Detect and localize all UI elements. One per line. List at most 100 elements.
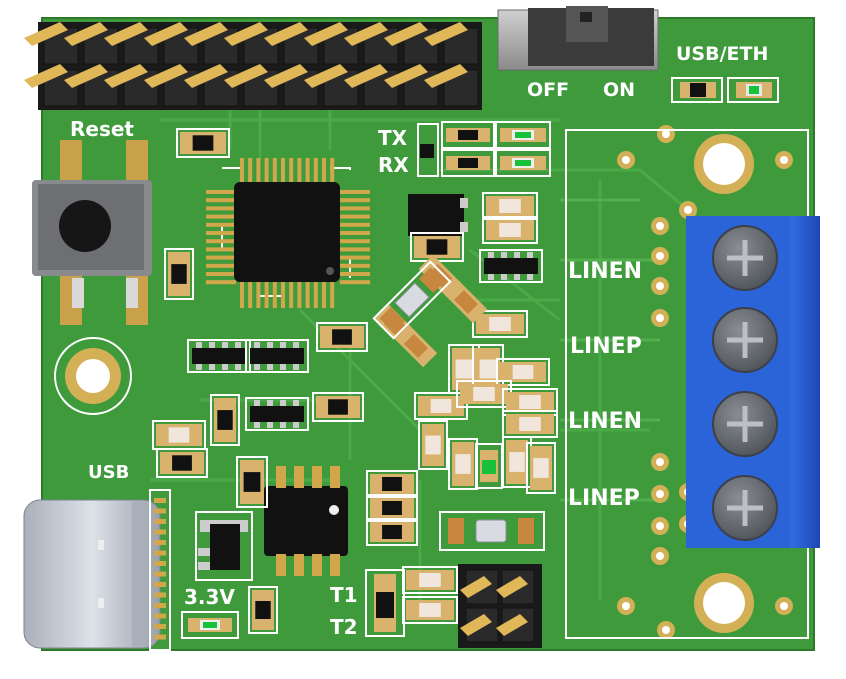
t1-label: T1 — [330, 583, 358, 607]
via-hole — [622, 602, 630, 610]
passive-outline — [526, 442, 556, 494]
passive-body — [512, 365, 534, 379]
mcu-pin — [340, 280, 370, 285]
passive-body — [382, 477, 402, 491]
terminal-screws[interactable] — [712, 225, 778, 541]
header-pin — [64, 22, 108, 46]
usb-pins — [154, 498, 166, 640]
sot-chip — [250, 348, 304, 364]
power-switch[interactable] — [497, 6, 659, 71]
sot-chip — [192, 348, 246, 364]
sot-pin — [267, 364, 273, 370]
mcu-pin — [240, 158, 244, 184]
sot-outline — [245, 339, 309, 373]
passive-body — [426, 239, 448, 255]
t2-label: T2 — [330, 615, 358, 639]
usb-pin — [154, 582, 166, 587]
mcu-pin — [248, 282, 253, 308]
linen-bottom-label: LINEN — [568, 409, 642, 434]
passive-outline — [366, 470, 418, 498]
passive-components — [152, 128, 558, 634]
sot-pin — [254, 342, 260, 348]
sot-pin — [254, 422, 260, 428]
usb-c-connector[interactable] — [23, 489, 171, 651]
switch-off-label: OFF — [527, 79, 569, 101]
usb-label: USB — [88, 462, 129, 483]
mcu-pin — [256, 158, 261, 184]
passive-body — [171, 264, 187, 284]
passive-body — [499, 199, 521, 213]
header-pin — [304, 22, 348, 46]
mcu-pin — [281, 158, 285, 184]
header-pin — [344, 64, 388, 88]
reset-label: Reset — [70, 117, 134, 141]
mcu-pin — [206, 190, 236, 194]
usb-pin — [154, 571, 166, 577]
tx-label: TX — [378, 126, 408, 150]
soic-pins — [187, 249, 543, 576]
sot-pin — [280, 400, 286, 406]
mcu-pin — [272, 158, 277, 184]
mcu-pin — [272, 282, 277, 308]
mcu-pin — [264, 158, 269, 184]
sot-pin — [235, 342, 241, 348]
passive-outline — [316, 322, 368, 352]
via-hole — [656, 458, 664, 466]
sot-pin — [527, 252, 533, 258]
passive-body — [172, 455, 192, 471]
passive-body — [217, 410, 233, 430]
sot-pin — [514, 274, 520, 280]
microcontroller-chip — [206, 158, 370, 308]
sot-pin — [293, 364, 299, 370]
via-hole — [656, 282, 664, 290]
passive-outline — [472, 310, 528, 338]
mcu-pin — [206, 231, 236, 235]
via-hole — [684, 206, 692, 214]
mcu-pin — [313, 282, 318, 308]
jumper-pin — [496, 614, 528, 636]
soic-pin — [294, 466, 304, 488]
via-hole — [656, 314, 664, 322]
usb-pin — [154, 540, 166, 545]
sot-pin — [293, 400, 299, 406]
passive-outline — [210, 394, 240, 446]
usb-pin — [154, 634, 166, 640]
sot-pin — [209, 342, 215, 348]
mcu-pin — [305, 282, 310, 308]
soic-pin — [312, 466, 322, 488]
passive-outline — [248, 586, 278, 634]
mcu-pin — [340, 247, 370, 252]
passive-outline — [482, 192, 538, 220]
linen-top-label: LINEN — [568, 259, 642, 284]
sot-pin — [196, 364, 202, 370]
rx-label: RX — [378, 153, 409, 177]
passive-body — [427, 263, 453, 289]
header-pin — [184, 64, 228, 88]
sot-pin — [267, 422, 273, 428]
sot-pin — [222, 364, 228, 370]
switch-on-label: ON — [603, 79, 635, 101]
passive-body — [243, 472, 261, 492]
mcu-pin — [330, 158, 335, 184]
sot-pin — [514, 252, 520, 258]
passive-body — [192, 135, 214, 151]
passive-body — [255, 601, 271, 619]
mcu-pin — [340, 255, 370, 260]
header-pin — [224, 22, 268, 46]
jumper-pins — [460, 569, 535, 643]
reset-button[interactable] — [32, 140, 152, 325]
tx-rx-leds — [417, 121, 551, 177]
passive-outline — [156, 448, 208, 478]
header-pin — [184, 22, 228, 46]
via-hole — [622, 156, 630, 164]
mcu-pin — [206, 255, 236, 260]
mounting-holes — [54, 134, 754, 633]
passive-body — [425, 435, 441, 455]
via-hole — [656, 490, 664, 498]
sot-pin — [488, 274, 494, 280]
passive-body — [419, 573, 441, 587]
passive-body — [430, 399, 452, 413]
passive-rotated — [418, 254, 462, 298]
usb-pin — [154, 592, 166, 598]
usb-pin — [154, 508, 166, 514]
